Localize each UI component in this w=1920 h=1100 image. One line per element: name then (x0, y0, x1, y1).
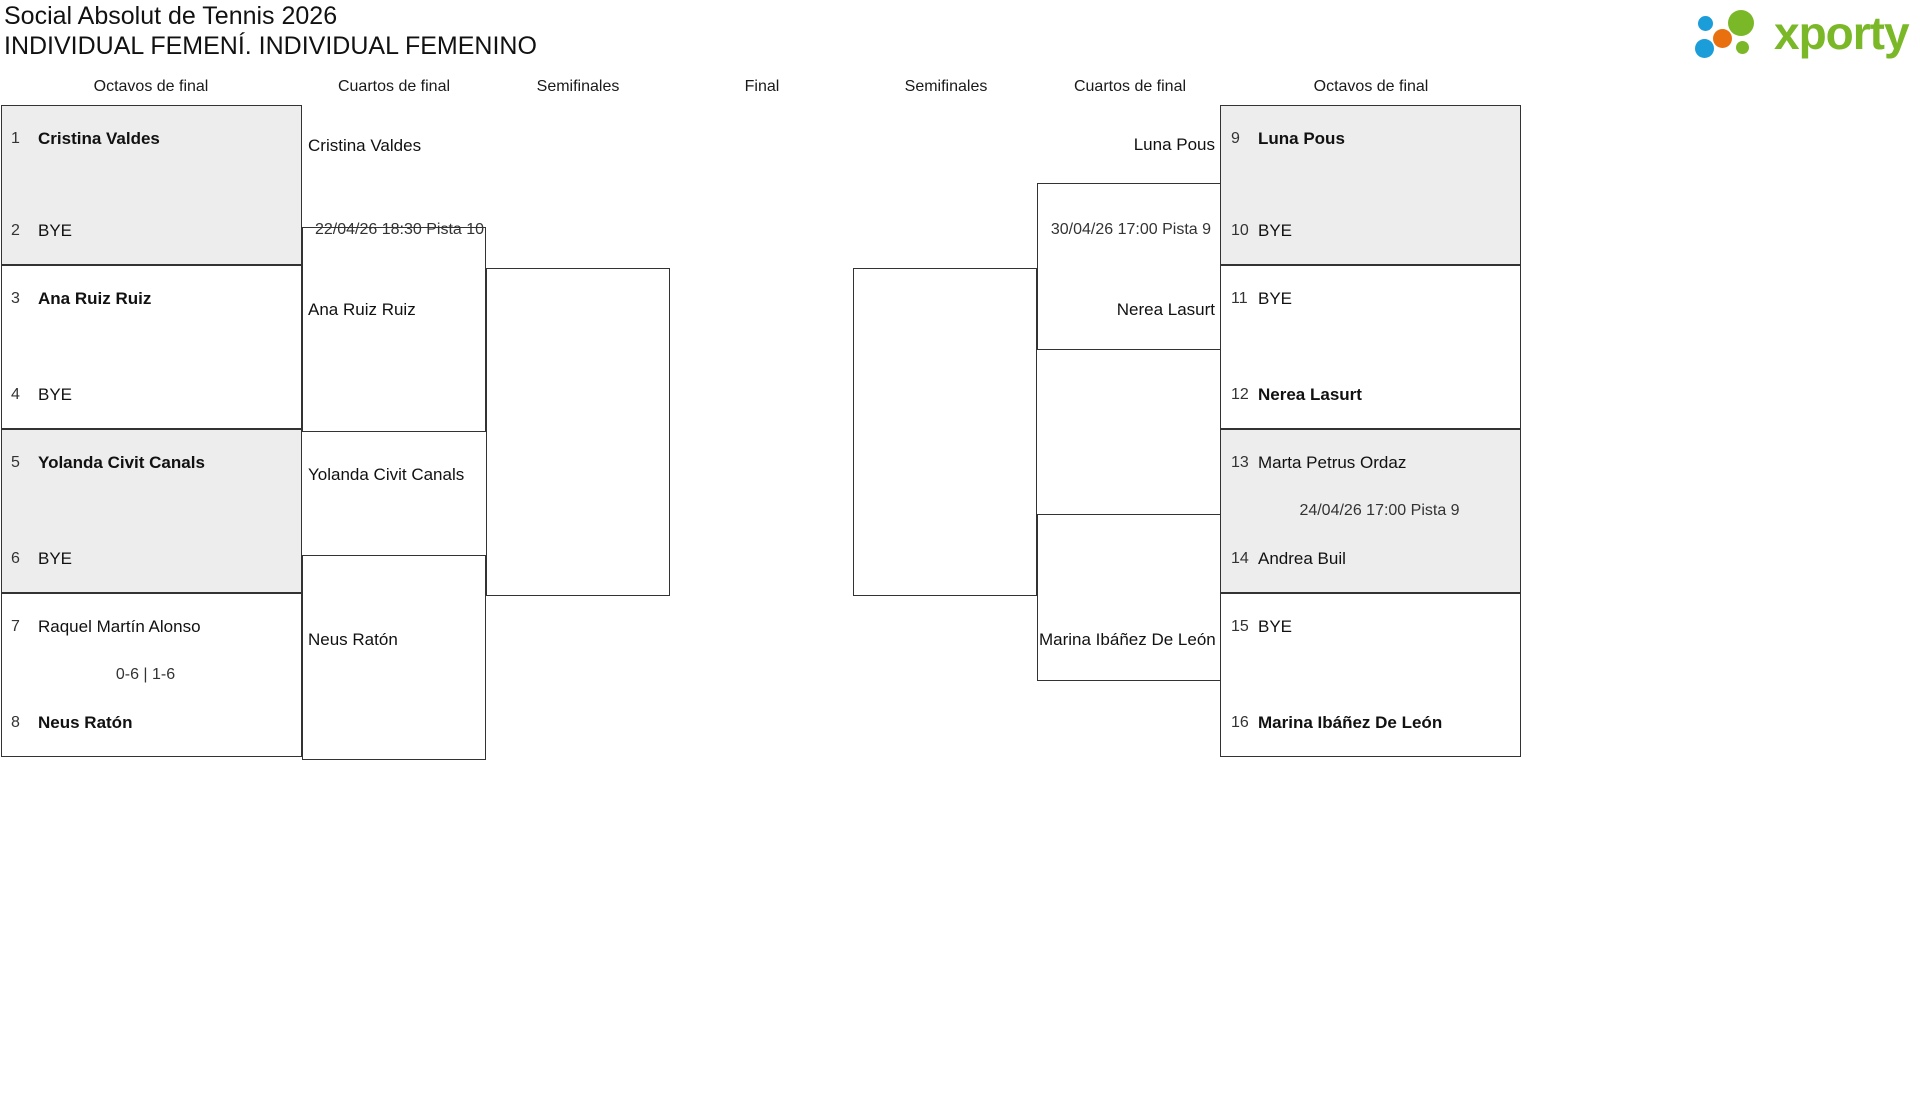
player-name: BYE (38, 385, 73, 404)
logo-wordmark: xporty (1774, 7, 1910, 59)
round-header-left-octavos: Octavos de final (93, 78, 209, 95)
round-header-right-cuartos: Cuartos de final (1073, 78, 1187, 95)
seed-number: 12 (1231, 386, 1249, 403)
match-block-left-qf-2[interactable] (302, 555, 486, 760)
seed-number: 16 (1231, 714, 1249, 731)
seed-number: 4 (11, 386, 20, 403)
qf-right-1-top-name: Luna Pous (1133, 135, 1215, 154)
match-meta: 24/04/26 17:00 Pista 9 (1299, 502, 1460, 519)
player-name: Andrea Buil (1258, 549, 1346, 568)
player-slot[interactable]: 4 BYE (2, 382, 301, 408)
match-score: 0-6 | 1-6 (115, 666, 176, 683)
seed-number: 2 (11, 222, 20, 239)
player-slot[interactable]: 14 Andrea Buil (1221, 546, 1520, 572)
player-name: Ana Ruiz Ruiz (38, 289, 152, 308)
tournament-title: Social Absolut de Tennis 2026 (4, 2, 338, 30)
player-name: Cristina Valdes (38, 129, 160, 148)
round-header-left-cuartos: Cuartos de final (337, 78, 451, 95)
seed-number: 10 (1231, 222, 1249, 239)
player-slot[interactable]: 5 Yolanda Civit Canals (2, 450, 301, 476)
player-name: Neus Ratón (38, 713, 133, 732)
match-block-right-qf-2[interactable] (1037, 514, 1221, 681)
player-name: Marina Ibáñez De León (1258, 713, 1443, 732)
qf-left-2-bottom-name: Neus Ratón (308, 630, 398, 649)
match-block-left-sf[interactable] (486, 268, 670, 596)
qf-left-1-bottom-name: Ana Ruiz Ruiz (308, 300, 416, 319)
match-block-left-1[interactable]: 1 Cristina Valdes 2 BYE (1, 105, 302, 265)
seed-number: 7 (11, 618, 20, 635)
logo-dots-icon (1692, 6, 1770, 60)
player-slot[interactable]: 8 Neus Ratón (2, 710, 301, 736)
player-name: Yolanda Civit Canals (38, 453, 205, 472)
player-name: BYE (38, 549, 73, 568)
match-block-left-3[interactable]: 5 Yolanda Civit Canals 6 BYE (1, 429, 302, 593)
player-name: BYE (1258, 289, 1293, 308)
match-block-left-4[interactable]: 7 Raquel Martín Alonso 0-6 | 1-6 8 Neus … (1, 593, 302, 757)
seed-number: 13 (1231, 454, 1249, 471)
match-block-right-3[interactable]: 13 Marta Petrus Ordaz 24/04/26 17:00 Pis… (1220, 429, 1521, 593)
qf-left-2-top-name: Yolanda Civit Canals (308, 465, 465, 484)
qf-left-1-meta: 22/04/26 18:30 Pista 10 (315, 221, 485, 238)
round-header-final: Final (744, 78, 780, 95)
player-name: Luna Pous (1258, 129, 1345, 148)
match-block-right-sf[interactable] (853, 268, 1037, 596)
player-name: Raquel Martín Alonso (38, 617, 201, 636)
qf-right-1-meta: 30/04/26 17:00 Pista 9 (1050, 221, 1211, 238)
page-header: Social Absolut de Tennis 2026 INDIVIDUAL… (0, 0, 1920, 70)
seed-number: 11 (1231, 290, 1248, 307)
player-slot[interactable]: 10 BYE (1221, 218, 1520, 244)
seed-number: 15 (1231, 618, 1249, 635)
player-slot[interactable]: 9 Luna Pous (1221, 126, 1520, 152)
xporty-logo: xporty (1692, 6, 1912, 60)
player-slot[interactable]: 2 BYE (2, 218, 301, 244)
match-block-right-1[interactable]: 9 Luna Pous 10 BYE (1220, 105, 1521, 265)
qf-right-1-bottom-name: Nerea Lasurt (1116, 300, 1215, 319)
player-name: Marta Petrus Ordaz (1258, 453, 1407, 472)
player-name: BYE (38, 221, 73, 240)
player-slot[interactable]: 11 BYE (1221, 286, 1520, 312)
player-name: BYE (1258, 221, 1293, 240)
round-header-left-semis: Semifinales (536, 78, 620, 95)
player-slot[interactable]: 6 BYE (2, 546, 301, 572)
match-block-left-2[interactable]: 3 Ana Ruiz Ruiz 4 BYE (1, 265, 302, 429)
player-name: BYE (1258, 617, 1293, 636)
seed-number: 14 (1231, 550, 1249, 567)
match-block-right-4[interactable]: 15 BYE 16 Marina Ibáñez De León (1220, 593, 1521, 757)
match-block-left-qf-1[interactable] (302, 227, 486, 432)
round-header-right-semis: Semifinales (904, 78, 988, 95)
player-slot[interactable]: 1 Cristina Valdes (2, 126, 301, 152)
seed-number: 9 (1231, 130, 1240, 147)
match-block-right-qf-1[interactable] (1037, 183, 1221, 350)
player-slot[interactable]: 13 Marta Petrus Ordaz (1221, 450, 1520, 476)
seed-number: 3 (11, 290, 20, 307)
player-slot[interactable]: 12 Nerea Lasurt (1221, 382, 1520, 408)
seed-number: 5 (11, 454, 20, 471)
seed-number: 8 (11, 714, 20, 731)
qf-right-2-bottom-name: Marina Ibáñez De León (1039, 630, 1216, 649)
match-block-right-2[interactable]: 11 BYE 12 Nerea Lasurt (1220, 265, 1521, 429)
category-title: INDIVIDUAL FEMENÍ. INDIVIDUAL FEMENINO (4, 32, 537, 60)
round-header-right-octavos: Octavos de final (1313, 78, 1429, 95)
seed-number: 1 (11, 130, 20, 147)
player-slot[interactable]: 7 Raquel Martín Alonso (2, 614, 301, 640)
player-slot[interactable]: 3 Ana Ruiz Ruiz (2, 286, 301, 312)
seed-number: 6 (11, 550, 20, 567)
qf-left-1-top-name: Cristina Valdes (308, 136, 422, 155)
player-name: Nerea Lasurt (1258, 385, 1362, 404)
player-slot[interactable]: 16 Marina Ibáñez De León (1221, 710, 1520, 736)
player-slot[interactable]: 15 BYE (1221, 614, 1520, 640)
